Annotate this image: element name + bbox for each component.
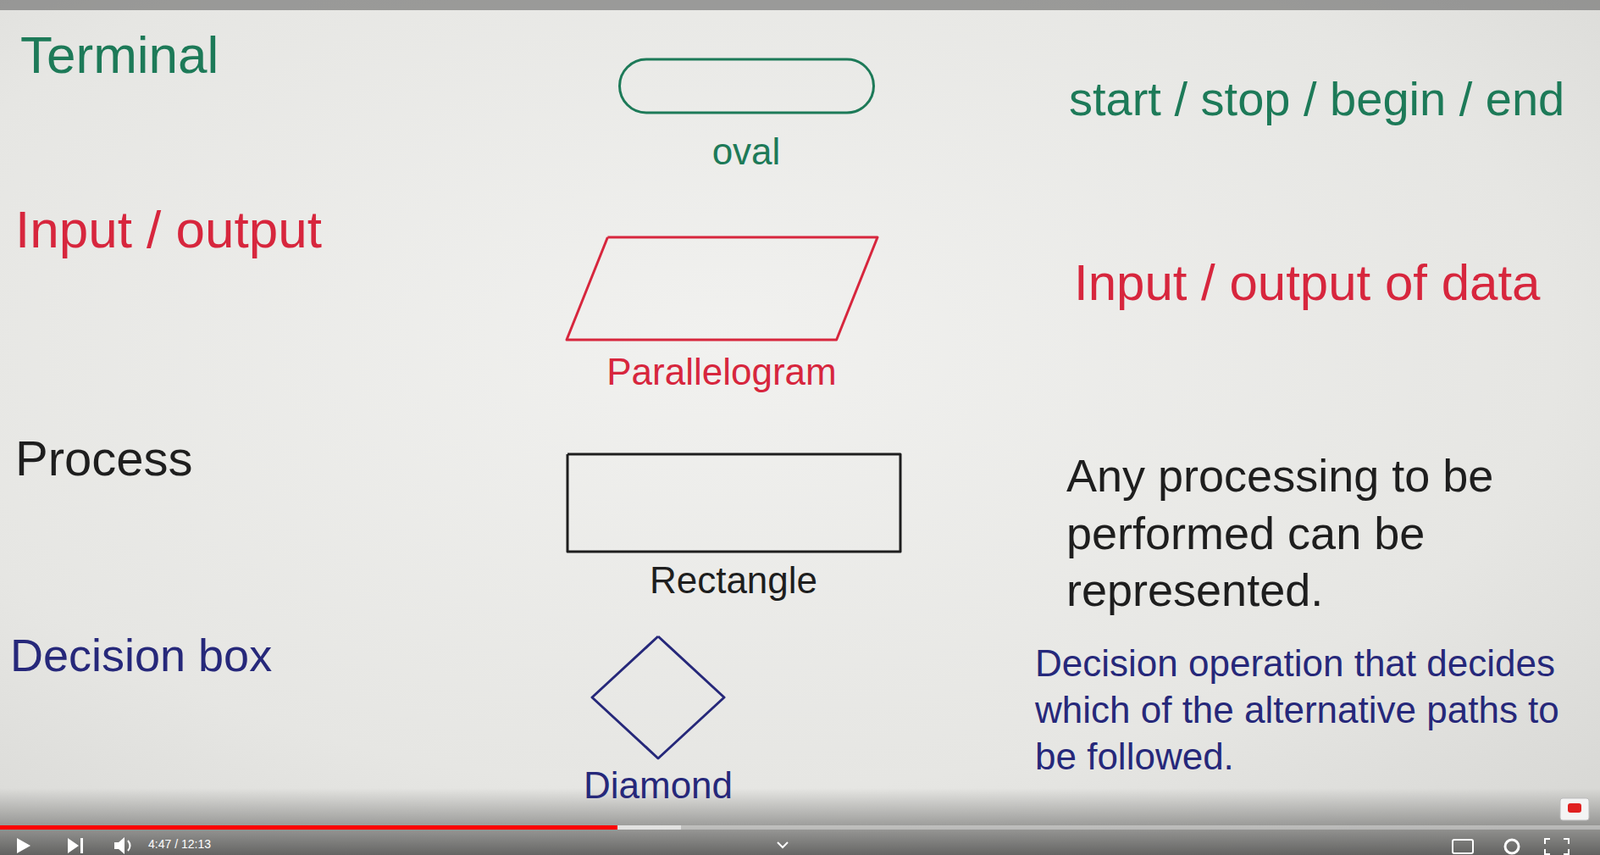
symbol-name: Process: [15, 427, 194, 490]
channel-badge: [1560, 797, 1589, 820]
top-bar: [0, 0, 1600, 11]
chapter-chevron: [777, 841, 788, 848]
shape-name: oval: [625, 131, 869, 172]
symbol-description: Decision operation that decides which of…: [1035, 639, 1595, 780]
terminal-oval-stroke: [619, 59, 874, 113]
io-parallelogram: Parallelogram: [564, 234, 881, 396]
progress-played: [0, 824, 618, 830]
progress-buffer: [0, 824, 681, 830]
shape-name: Diamond: [576, 764, 740, 806]
symbol-name: Terminal: [20, 22, 219, 89]
decision-diamond: Diamond: [576, 633, 740, 809]
symbol-description: Input / output of data: [1074, 250, 1540, 315]
video-time: 4:47 / 12:13: [148, 836, 211, 853]
symbol-description: Any processing to be performed can be re…: [1066, 447, 1592, 620]
symbol-description: start / stop / begin / end: [1068, 69, 1565, 129]
decision-diamond-outline: [589, 633, 727, 761]
io-parallelogram-outline: [564, 234, 881, 343]
next-icon: [67, 837, 84, 853]
symbol-name: Input / output: [15, 196, 322, 263]
symbol-name: Decision box: [10, 626, 272, 685]
volume-wave: [127, 840, 131, 851]
shape-name: Parallelogram: [564, 351, 881, 393]
fullscreen-icon: [1544, 838, 1569, 854]
volume-icon: [114, 836, 125, 854]
settings-icon: [1505, 839, 1519, 853]
io-parallelogram-stroke: [566, 237, 878, 340]
process-rectangle: Rectangle: [564, 451, 903, 604]
terminal-oval-outline: [625, 56, 869, 116]
play-icon: [16, 837, 31, 853]
channel-logo: [1567, 802, 1582, 813]
terminal-oval: oval: [625, 56, 869, 176]
shape-name: Rectangle: [564, 559, 903, 601]
process-rectangle-stroke: [567, 453, 901, 552]
process-rectangle-outline: [564, 451, 903, 554]
progress-track: [0, 824, 1600, 830]
captions-icon: [1452, 839, 1473, 853]
player-shade: [0, 787, 1600, 855]
decision-diamond-stroke: [592, 636, 725, 759]
